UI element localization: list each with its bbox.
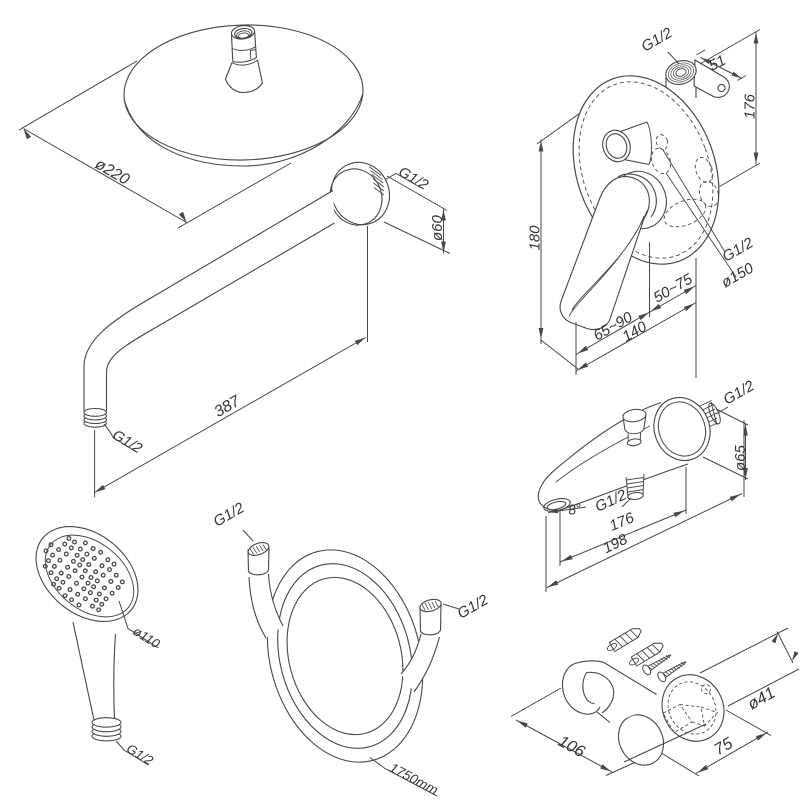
- svg-text:176: 176: [742, 93, 759, 119]
- svg-text:ø60: ø60: [429, 214, 446, 241]
- svg-text:8°: 8°: [567, 500, 583, 518]
- svg-text:180: 180: [527, 225, 544, 251]
- svg-text:ø65: ø65: [732, 444, 749, 471]
